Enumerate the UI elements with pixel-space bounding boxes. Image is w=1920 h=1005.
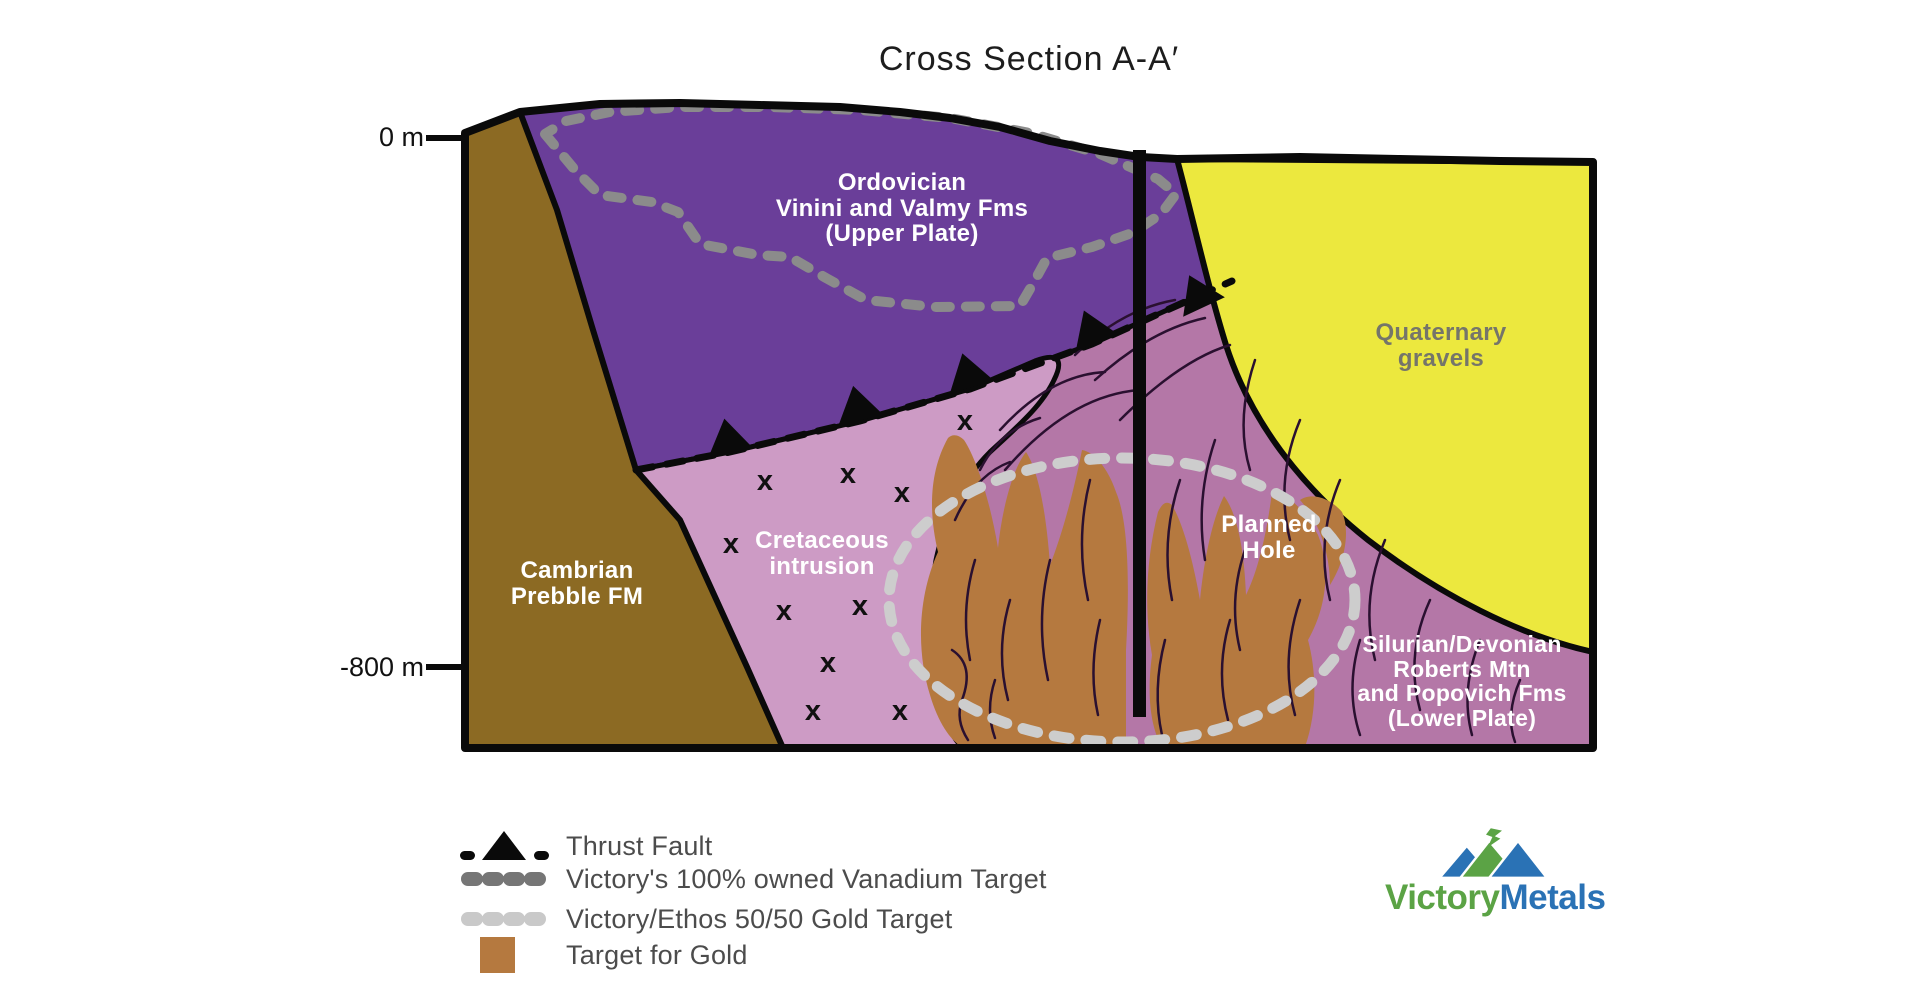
label-cambrian-prebble: Cambrian Prebble FM: [510, 557, 644, 610]
light-gray-dashes-icon: [458, 900, 554, 938]
thrust-fault-triangle: [1183, 275, 1225, 317]
intrusion-x-mark: x: [957, 405, 973, 437]
gold-target-outline: [883, 452, 1361, 748]
gold-target-blob: [920, 435, 1128, 747]
elevation-label-minus-800m: -800 m: [339, 652, 424, 682]
label-ordovician-upper-plate: Ordovician Vinini and Valmy Fms (Upper P…: [775, 169, 1029, 248]
intrusion-x-mark: x: [894, 477, 910, 509]
legend-row-thrust-fault: Thrust Fault: [458, 827, 712, 865]
gold-target-blob: [1300, 496, 1346, 585]
label-cretaceous-intrusion: Cretaceous intrusion: [755, 527, 889, 580]
thrust-fault-triangle: [838, 385, 884, 426]
brown-square-icon: [458, 936, 554, 974]
logo-word-victory: Victory: [1385, 878, 1500, 917]
intrusion-x-mark: x: [723, 528, 739, 560]
thrust-fault-triangle: [708, 418, 754, 458]
elevation-label-0m: 0 m: [378, 122, 424, 152]
legend-row-vanadium-target: Victory's 100% owned Vanadium Target: [458, 860, 1047, 898]
label-silurian-lower-plate: Silurian/Devonian Roberts Mtn and Popovi…: [1357, 631, 1567, 731]
legend: Thrust Fault Victory's 100% owned Vanadi…: [458, 818, 1098, 998]
legend-row-gold-target: Victory/Ethos 50/50 Gold Target: [458, 900, 952, 938]
quaternary-gravels-region: [1174, 156, 1596, 655]
logo-word-metals: Metals: [1499, 878, 1606, 917]
dark-gray-dashes-icon: [458, 860, 554, 898]
fold-lines: [950, 298, 1522, 744]
legend-row-target-for-gold: Target for Gold: [458, 936, 748, 974]
intrusion-x-mark: x: [776, 595, 792, 627]
planned-hole-bar: [1133, 150, 1146, 717]
section-border: [461, 99, 1597, 752]
legend-label: Victory/Ethos 50/50 Gold Target: [566, 903, 953, 934]
thrust-fault: [632, 275, 1236, 474]
figure-title: Cross Section A-A′: [878, 40, 1180, 78]
intrusion-x-mark: x: [757, 465, 773, 497]
legend-label: Thrust Fault: [566, 830, 713, 861]
label-quaternary-gravels: Quaternary gravels: [1375, 319, 1507, 372]
intrusion-x-mark: x: [852, 590, 868, 622]
intrusion-x-mark: x: [820, 647, 836, 679]
thrust-fault-icon: [458, 827, 554, 865]
legend-label: Victory's 100% owned Vanadium Target: [566, 863, 1047, 894]
intrusion-x-mark: x: [805, 695, 821, 727]
victory-metals-wordmark: VictoryMetals: [1385, 878, 1606, 918]
victory-metals-logo: VictoryMetals: [1385, 824, 1606, 924]
thrust-fault-triangle: [949, 353, 995, 394]
label-planned-hole: Planned Hole: [1221, 511, 1317, 564]
thrust-fault-triangle: [1075, 310, 1119, 352]
intrusion-x-mark: x: [840, 458, 856, 490]
intrusion-x-mark: x: [892, 695, 908, 727]
legend-label: Target for Gold: [566, 939, 748, 970]
